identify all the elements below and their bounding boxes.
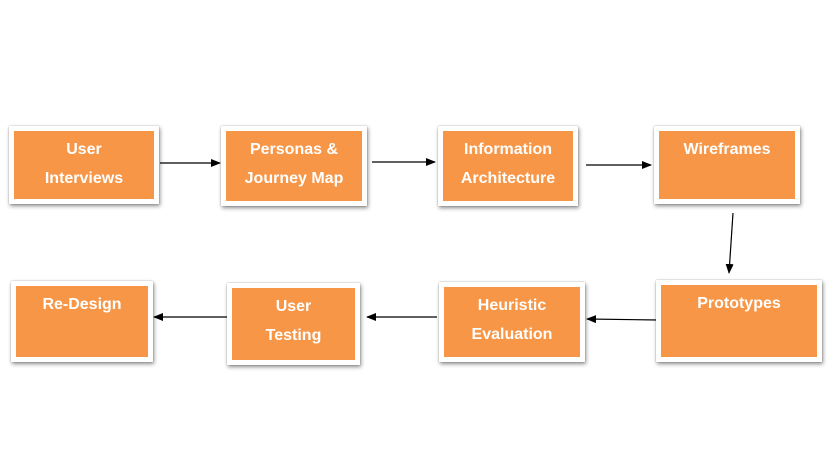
arrow-wireframes-to-prototypes — [725, 212, 734, 274]
node-user-testing: User Testing — [227, 283, 360, 365]
node-personas-journey-map: Personas & Journey Map — [221, 126, 367, 206]
node-wireframes: Wireframes — [654, 126, 800, 204]
node-heuristic-evaluation: Heuristic Evaluation — [439, 282, 585, 362]
arrow-prototypes-to-heuristic-evaluation — [586, 315, 659, 324]
node-information-architecture: Information Architecture — [438, 126, 578, 206]
node-label: Wireframes — [683, 141, 771, 158]
node-label: Heuristic Evaluation — [471, 297, 553, 343]
node-label: User Testing — [265, 298, 322, 344]
node-label: Re-Design — [42, 296, 122, 313]
node-re-design: Re-Design — [11, 281, 153, 362]
node-label: User Interviews — [44, 141, 124, 187]
node-prototypes: Prototypes — [656, 280, 822, 362]
node-label: Information Architecture — [460, 141, 556, 187]
node-label: Personas & Journey Map — [244, 141, 344, 187]
node-label: Prototypes — [697, 295, 781, 312]
node-user-interviews: User Interviews — [9, 126, 159, 204]
